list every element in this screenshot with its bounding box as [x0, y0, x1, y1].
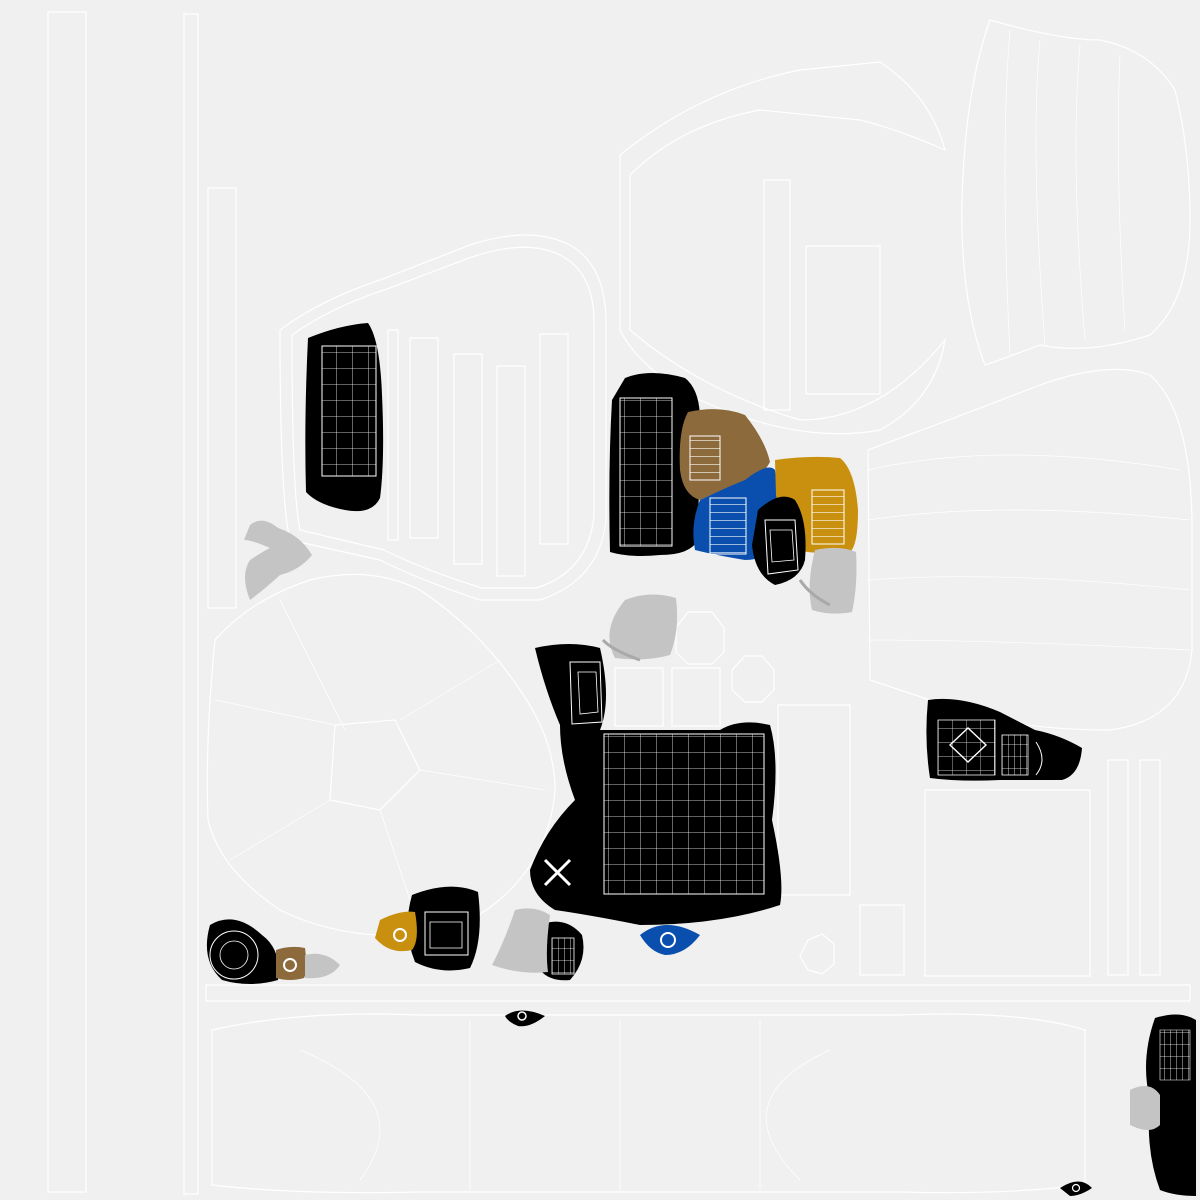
island-black-large-center — [530, 644, 782, 925]
island-grey-left-arrow — [244, 520, 312, 600]
bottom-wide-grid — [211, 1013, 1086, 1194]
center-white-shapes — [614, 611, 851, 975]
island-blue-eye-bottom — [640, 925, 700, 955]
top-right-curved-grid — [961, 19, 1191, 366]
curved-panel-top — [619, 61, 946, 435]
island-black-right-lattice — [926, 698, 1082, 781]
track-inner-strips — [387, 329, 569, 577]
left-strips — [47, 11, 237, 1195]
right-large-grid — [867, 368, 1193, 731]
island-black-eye-small — [752, 496, 806, 585]
bottom-horizontal-strip — [205, 984, 1191, 1002]
island-black-right-edge — [1060, 1014, 1196, 1196]
island-black-eye-strip — [505, 1010, 545, 1027]
island-brown-patch — [679, 409, 770, 500]
island-black-left-block — [305, 323, 384, 512]
island-grey-bottom-center — [305, 908, 550, 979]
island-black-bottom-left-cluster — [206, 886, 584, 984]
island-gold-bottom-small — [375, 911, 417, 952]
island-brown-bottom-small — [276, 946, 307, 980]
island-grey-center-top — [601, 594, 678, 662]
center-left-grid — [206, 573, 556, 937]
island-black-center-block — [609, 373, 700, 556]
bottom-right-grid — [859, 759, 1161, 977]
track-outline — [279, 234, 607, 601]
island-grey-right-small — [798, 547, 857, 614]
